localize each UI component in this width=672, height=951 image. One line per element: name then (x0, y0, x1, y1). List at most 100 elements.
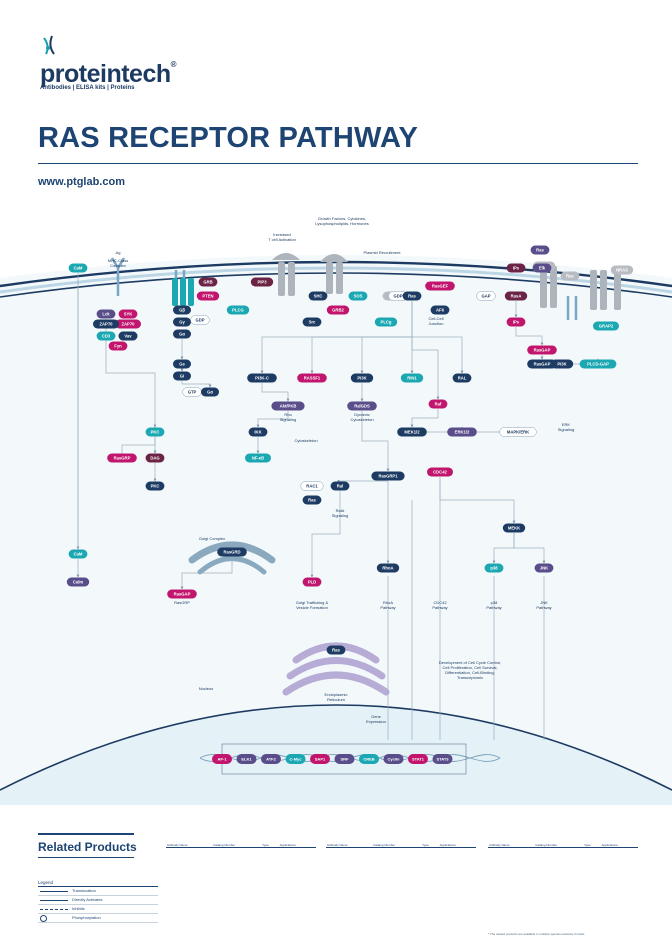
transcription-factor: C-Myc (285, 754, 306, 764)
pathway-node: PLCD-GAP (579, 359, 617, 369)
pathway-node-shape (579, 359, 617, 369)
pathway-node-label: Gα (207, 390, 213, 395)
pathway-node-shape (484, 563, 504, 573)
pathway-node-shape (476, 291, 496, 301)
pathway-node-shape (502, 523, 526, 533)
related-products-title: Related Products (38, 840, 137, 854)
dna-helix-logo-icon (43, 35, 55, 55)
activates-arrow-icon (40, 900, 68, 901)
pathway-node-shape (430, 305, 450, 315)
transcription-factor-shape (212, 754, 232, 764)
pathway-node-shape (96, 331, 116, 341)
pathway-node: NRAS (610, 265, 634, 275)
related-divider-bottom (38, 857, 134, 858)
pathway-node-shape (173, 305, 191, 315)
website-link[interactable]: www.ptglab.com (38, 176, 125, 188)
pathway-node: Akt/PKB (271, 401, 305, 411)
pathway-node-label: RalGDS (354, 404, 370, 409)
pathway-node-label: RasGRP1 (378, 474, 398, 479)
pathway-node-shape (376, 563, 400, 573)
pathway-node: Ras (402, 291, 422, 301)
legend-row-translocation: Translocation (38, 887, 158, 896)
pathway-node-label: DAG (150, 456, 159, 461)
pathway-node-label: MEKK (508, 526, 520, 531)
pathway-node: Fyn (108, 341, 128, 351)
pathway-node-shape (145, 453, 165, 463)
pathway-node-label: GRB (203, 280, 212, 285)
transcription-factor-label: STAT3 (436, 757, 449, 762)
pathway-node-label: RhoA (382, 566, 393, 571)
pathway-node-shape (504, 291, 528, 301)
pathway-node: Gβ (173, 305, 191, 315)
table-header: Applications (600, 842, 638, 848)
signaling-node-layer: GRBPTENPIP3PLCGSHCSOSGRB2SrcPLCgRasGDPRa… (66, 245, 634, 655)
transcription-factor-label: ELK1 (241, 757, 252, 762)
pathway-node-shape (348, 291, 368, 301)
pathway-node-label: RasA (511, 294, 522, 299)
transcription-factor-shape (383, 754, 404, 764)
pathway-node: RasGAP (527, 345, 557, 355)
translocation-line-icon (40, 891, 68, 892)
pathway-node-label: PI3K (357, 376, 366, 381)
pathway-node: RasGRP (107, 453, 137, 463)
legend-title: Legend (38, 880, 158, 887)
pathway-node-shape (300, 481, 324, 491)
pathway-node-label: Rac (566, 274, 574, 279)
pathway-node-shape (452, 373, 472, 383)
pathway-node-label: IKK (254, 430, 261, 435)
cytoplasm-area (0, 255, 672, 805)
pathway-node-shape (145, 481, 165, 491)
annotation-text: Nucleus (199, 686, 213, 691)
pathway-node-label: RAL (458, 376, 467, 381)
pathway-node: RasGAP (527, 359, 557, 369)
pathway-node: RasGAP (167, 589, 197, 599)
table-header: Catalog Number (212, 842, 262, 848)
pathway-node: RAC1 (300, 481, 324, 491)
table-header: Type (421, 842, 439, 848)
pathway-node-shape (68, 549, 88, 559)
pathway-node-shape (527, 345, 557, 355)
pathway-node-shape (173, 329, 191, 339)
pathway-node-label: IPs (513, 266, 520, 271)
pathway-node-label: ERK1/2 (455, 430, 470, 435)
pathway-node-label: SOS (354, 294, 363, 299)
pathway-node-label: RIN1 (407, 376, 417, 381)
pathway-node-label: GRB2 (332, 308, 344, 313)
pathway-node: RasGEF (425, 281, 455, 291)
pathway-node: SOS (348, 291, 368, 301)
pathway-node-shape (247, 373, 277, 383)
pathway-node-label: p38 (490, 566, 498, 571)
pathway-node: PLCg (374, 317, 398, 327)
table-header: Type (583, 842, 601, 848)
pathway-arrow (361, 411, 390, 472)
pathway-node-shape (425, 281, 455, 291)
legend-row-phosphorylation: Phosphorylation (38, 914, 158, 923)
pathway-node-label: Gs (179, 362, 185, 367)
pathway-node-label: AF6 (436, 308, 445, 313)
pathway-node-label: JNK (540, 566, 548, 571)
pathway-node-shape (330, 481, 350, 491)
related-products-table-1: Antibody Name Catalog Number Type Applic… (166, 842, 316, 848)
pathway-node-label: Gβ (179, 308, 185, 313)
legend-row-inhibits: Inhibits (38, 905, 158, 914)
pathway-node-shape (534, 563, 554, 573)
transcription-factor-label: SRF (341, 757, 350, 762)
pathway-node: PKC (145, 427, 165, 437)
pathway-node-label: ZAP70 (121, 322, 135, 327)
pathway-node-label: PI3K (557, 362, 566, 367)
pathway-node: NF-κB (245, 453, 271, 463)
pathway-node-label: PLCD-GAP (587, 362, 609, 367)
pathway-node-shape (326, 645, 346, 655)
pathway-node: GDP (388, 291, 408, 301)
annotation-text: Cytoskeleton (294, 438, 317, 443)
pathway-node-label: GTP (188, 390, 197, 395)
related-divider-top (38, 833, 134, 835)
pathway-node-label: Ras (536, 248, 544, 253)
